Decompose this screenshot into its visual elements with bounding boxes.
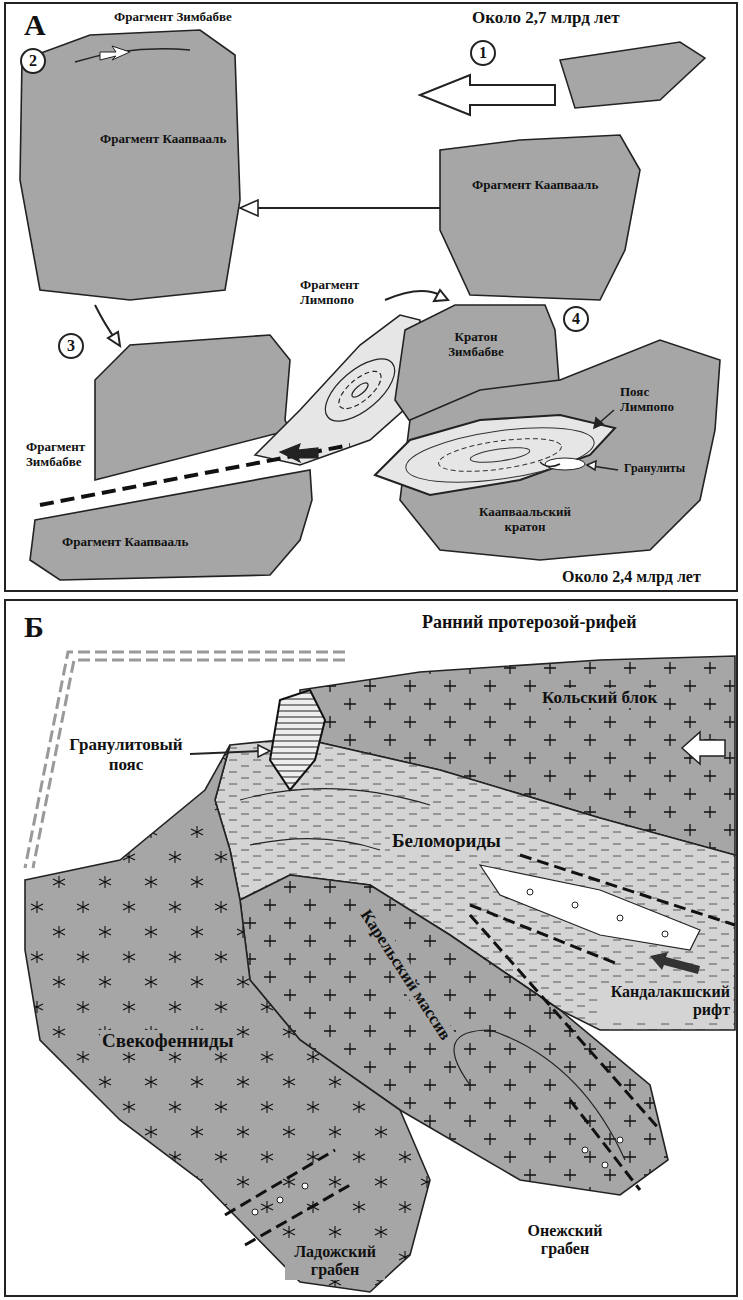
arrow-shaft [258,207,440,209]
callout-number: 1 [470,40,496,66]
ladoga-graben [225,1150,350,1245]
region-shape [20,30,240,300]
region-label: Фрагмент Каапвааль [98,132,228,147]
region-label: Фрагмент Каапвааль [470,178,600,193]
panel-letter: А [22,8,48,43]
panel-frames [5,3,737,1296]
kola-motion-arrow [682,732,725,764]
onega-graben [470,915,660,1190]
panel-title: Ранний протерозой-рифей [420,612,639,633]
stage-arrow [240,200,440,216]
rift-label: Кандалакшский рифт [600,983,732,1020]
region-label: Фрагмент Зимбабве [24,440,94,470]
graben-label: Онежский грабен [515,1222,615,1259]
age-label: Около 2,4 млрд лет [560,568,703,586]
region-outline [30,470,312,580]
region-shape [30,470,312,580]
graben-label: Ладожский грабен [285,1243,385,1280]
belt-label: Пояс Лимпопо [618,385,690,415]
zimbabwe-fragment-stage-1 [560,42,705,108]
suture-stage-2 [75,46,190,62]
leader-arrows-panel-a [587,410,618,470]
region-shape [95,335,290,480]
callout-number: 4 [563,306,589,332]
connectors [240,200,440,216]
limpopo-fragment-folds [280,348,405,462]
region-label: Кратон Зимбабве [440,330,512,360]
panel-letter: Б [22,610,46,645]
stage-arrows [95,290,448,346]
suture-line-stage-3 [40,445,350,505]
region-shape [440,135,640,300]
granulite-belt [190,690,325,790]
region-label: Беломориды [390,830,503,852]
region-label: Каапваальский кратон [465,505,585,535]
svecofennides-region: Свекофенниды [25,745,430,1292]
limpopo-belt [375,415,615,495]
kaapvaal-fragment: Фрагмент Каапвааль [20,30,240,300]
region-outline [20,30,240,300]
region-label: Кольский блок [540,688,659,708]
kandalaksha-rift [470,855,735,974]
region-label: Фрагмент Каапвааль [60,535,190,550]
kaapvaal-fragment: Фрагмент Каапвааль [440,135,640,300]
belomorides-folds [240,789,430,850]
region-outline [25,745,430,1292]
granulite-label: Гранулиты [622,462,687,476]
region-shape [25,745,430,1292]
region-label: Фрагмент Лимпопо [298,278,376,308]
karelian-folds [454,1030,625,1160]
fragment-label: Фрагмент Зимбабве [112,10,234,25]
region-shape [255,315,420,465]
region-label: Свекофенниды [100,1030,235,1052]
belt-label: Гранулитовый пояс [66,735,186,774]
arrow-head [240,200,258,216]
age-label: Около 2,7 млрд лет [470,8,622,28]
region-outline [440,135,640,300]
callout-number: 3 [58,333,84,359]
hollow-arrow [420,75,555,115]
zimbabwe-fragment: Фрагмент Зимбабве [22,335,290,480]
callout-number: 2 [20,48,46,74]
kaapvaal-fragment: Фрагмент Каапвааль [30,470,312,580]
